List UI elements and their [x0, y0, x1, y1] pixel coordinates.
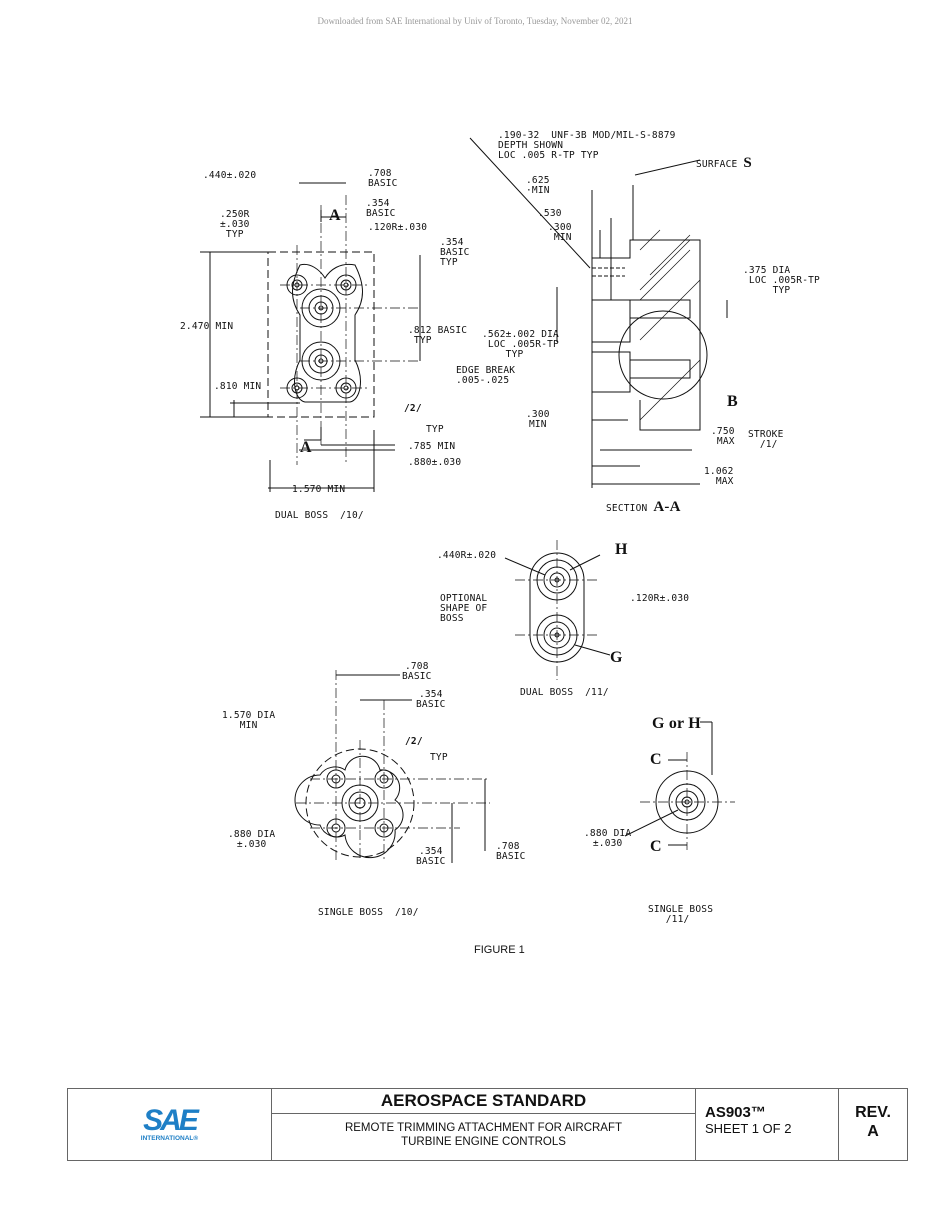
dim-880-dia-11: .880 DIA ±.030	[584, 828, 632, 849]
detail-g-or-h: G or H	[652, 715, 701, 732]
dim-812: .812 BASIC TYP	[408, 325, 468, 346]
dim-530: .530	[538, 208, 562, 219]
dim-562: .562±.002 DIA LOC .005R-TP TYP	[482, 329, 559, 360]
dim-120r: .120R±.030	[368, 222, 428, 233]
section-marker-a-bottom: A	[300, 439, 312, 456]
caption-single-boss-11: SINGLE BOSS /11/	[648, 904, 714, 925]
dim-708-basic-single: .708 BASIC	[496, 841, 526, 862]
title-block: SAE INTERNATIONAL® AEROSPACE STANDARD RE…	[67, 1088, 908, 1161]
caption-dual-boss-10: DUAL BOSS /10/	[275, 510, 364, 521]
dim-810: .810 MIN	[214, 381, 262, 392]
edge-break: EDGE BREAK .005-.025	[456, 365, 516, 386]
dim-375: .375 DIA LOC .005R-TP TYP	[743, 265, 820, 296]
caption-dual-boss-11: DUAL BOSS /11/	[520, 687, 609, 698]
detail-b: B	[727, 393, 738, 410]
surface-letter: S	[743, 155, 752, 171]
dim-625: .625 ·MIN	[526, 175, 550, 196]
dim-300-top: .300 MIN	[548, 222, 572, 243]
title-line-1: REMOTE TRIMMING ATTACHMENT FOR AIRCRAFT	[344, 1122, 623, 1134]
doc-number-cell: AS903™ SHEET 1 OF 2	[696, 1089, 839, 1160]
section-aa-drawing	[469, 137, 728, 488]
dim-440: .440±.020	[203, 170, 257, 181]
dim-880: .880±.030	[408, 457, 462, 468]
download-notice: Downloaded from SAE International by Uni…	[317, 16, 633, 26]
dim-708-single: .708 BASIC	[402, 661, 432, 682]
stroke-label: STROKE /1/	[748, 429, 784, 450]
dim-750: .750 MAX	[711, 426, 735, 447]
dim-880-dia: .880 DIA ±.030	[228, 829, 276, 850]
caption-section-aa: SECTION A-A	[606, 499, 681, 515]
dim-354-basic-typ: .354 BASIC TYP	[440, 237, 470, 268]
dim-250r: .250R ±.030 TYP	[220, 209, 250, 240]
thread-callout: .190-32 UNF-3B MOD/MIL-S-8879 DEPTH SHOW…	[498, 130, 676, 161]
surface-text: SURFACE	[696, 159, 738, 170]
rev-label: REV.	[855, 1104, 891, 1121]
sae-logo: SAE INTERNATIONAL®	[68, 1089, 272, 1160]
dim-1570: 1.570 MIN	[292, 484, 346, 495]
detail-g: G	[610, 649, 623, 666]
single-boss-11-drawing	[624, 721, 735, 850]
section-text: SECTION	[606, 503, 648, 514]
dim-354-basic-single: .354 BASIC	[416, 846, 446, 867]
dim-1570-dia: 1.570 DIA MIN	[222, 710, 276, 731]
note-2: /2/	[404, 403, 422, 414]
document-title: REMOTE TRIMMING ATTACHMENT FOR AIRCRAFT …	[272, 1114, 695, 1160]
dim-354-single: .354 BASIC	[416, 689, 446, 710]
dual-boss-10-drawing	[200, 182, 421, 492]
dim-120r-11: .120R±.030	[630, 593, 690, 604]
note-typ-single: TYP	[430, 752, 448, 763]
revision-cell: REV. A	[839, 1089, 907, 1160]
dim-440r: .440R±.020	[437, 550, 497, 561]
standard-heading: AEROSPACE STANDARD	[272, 1089, 695, 1114]
optional-shape-note: OPTIONAL SHAPE OF BOSS	[440, 593, 488, 624]
dim-2470: 2.470 MIN	[180, 321, 234, 332]
dim-354-basic: .354 BASIC	[366, 198, 396, 219]
doc-number: AS903™	[705, 1104, 766, 1121]
sae-logo-sub: INTERNATIONAL®	[140, 1135, 199, 1142]
figure-caption: FIGURE 1	[474, 944, 525, 956]
detail-h: H	[615, 541, 628, 558]
title-cell: AEROSPACE STANDARD REMOTE TRIMMING ATTAC…	[272, 1089, 696, 1160]
dim-708-basic: .708 BASIC	[368, 168, 398, 189]
dual-boss-11-drawing	[504, 540, 611, 680]
sheet-number: SHEET 1 OF 2	[705, 1121, 792, 1136]
single-boss-10-drawing	[294, 670, 490, 863]
dim-300-bottom: .300 MIN	[526, 409, 550, 430]
title-line-2: TURBINE ENGINE CONTROLS	[401, 1136, 566, 1148]
rev-value: A	[867, 1123, 879, 1140]
dim-1062: 1.062 MAX	[704, 466, 734, 487]
surface-label: SURFACE S	[696, 155, 752, 171]
caption-single-boss-10: SINGLE BOSS /10/	[318, 907, 419, 918]
section-c-top: C	[650, 751, 662, 768]
dim-785: .785 MIN	[408, 441, 456, 452]
sae-logo-mark: SAE	[143, 1104, 199, 1137]
section-c-bottom: C	[650, 838, 662, 855]
note-2-single: /2/	[405, 736, 423, 747]
section-marker-a-top: A	[329, 207, 341, 224]
section-letters: A-A	[653, 499, 681, 515]
note-typ: TYP	[426, 424, 444, 435]
